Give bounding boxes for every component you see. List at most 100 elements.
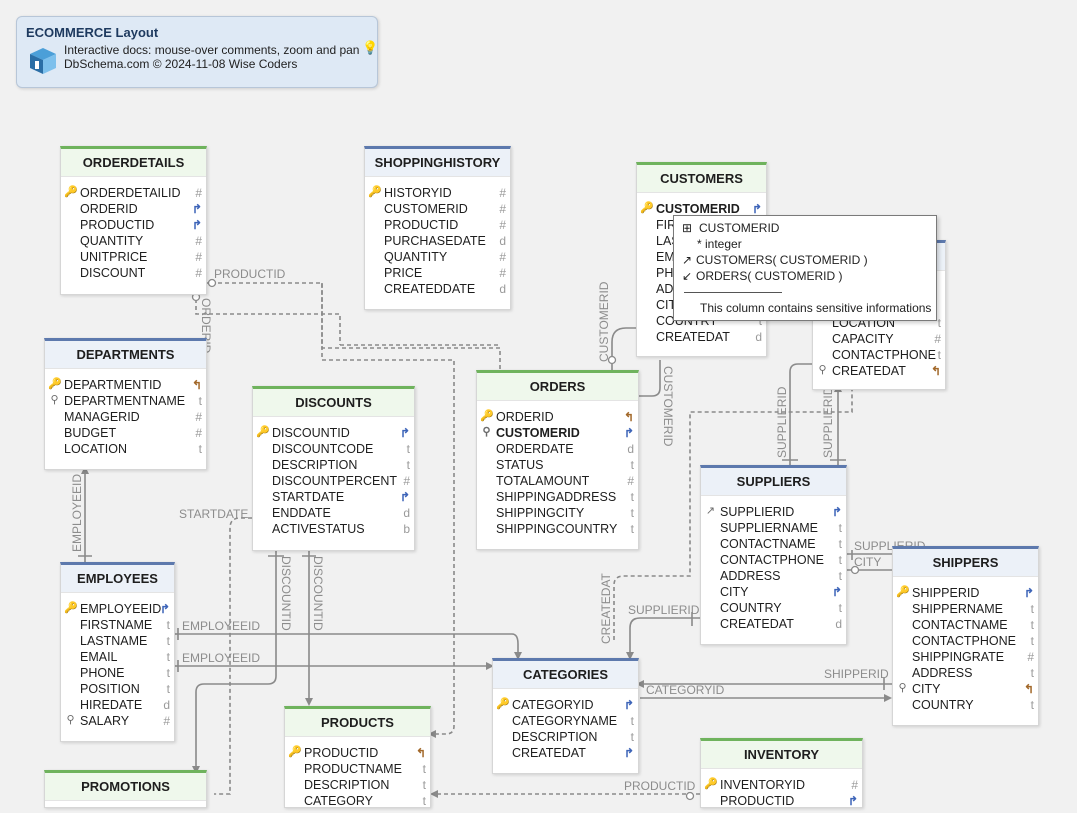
column-row[interactable]: DISCOUNTPERCENT# — [253, 473, 414, 489]
column-row[interactable]: 🔑PRODUCTID↰ — [285, 745, 430, 761]
column-row[interactable]: 🔑DEPARTMENTID↰ — [45, 377, 206, 393]
column-row[interactable]: ⚲CREATEDAT↰ — [813, 363, 945, 379]
column-row[interactable]: TOTALAMOUNT# — [477, 473, 638, 489]
table-promotions[interactable]: PROMOTIONS — [44, 770, 207, 808]
column-row[interactable]: 🔑INVENTORYID# — [701, 777, 862, 793]
column-row[interactable]: 🔑SHIPPERID↱ — [893, 585, 1038, 601]
column-row[interactable]: CUSTOMERID# — [365, 201, 510, 217]
column-type: d — [627, 442, 634, 456]
column-row[interactable]: ORDERID↱ — [61, 201, 206, 217]
column-row[interactable]: PRICE# — [365, 265, 510, 281]
column-row[interactable]: 🔑CUSTOMERID↱ — [637, 201, 766, 217]
column-row[interactable]: ⚲SALARY# — [61, 713, 174, 729]
column-type: # — [195, 250, 202, 264]
table-orderdetails[interactable]: ORDERDETAILS 🔑ORDERDETAILID#ORDERID↱PROD… — [60, 146, 207, 295]
column-row[interactable]: STARTDATE↱ — [253, 489, 414, 505]
lightbulb-icon[interactable]: 💡 — [362, 40, 379, 55]
column-row[interactable]: 🔑DISCOUNTID↱ — [253, 425, 414, 441]
column-type: ↱ — [831, 585, 842, 599]
column-row[interactable]: 🔑EMPLOYEEID↱ — [61, 601, 174, 617]
column-type: t — [198, 442, 202, 456]
relation-employeeid-2 — [174, 633, 519, 656]
column-name: MANAGERID — [64, 410, 140, 424]
column-row[interactable]: ⚲CITY↰ — [893, 681, 1038, 697]
arrow-in-icon: ↙ — [682, 269, 693, 283]
relation-label: PRODUCTID — [624, 779, 696, 793]
column-row[interactable]: DISCOUNT# — [61, 265, 206, 281]
column-row[interactable]: MANAGERID# — [45, 409, 206, 425]
column-row[interactable]: CAPACITY# — [813, 331, 945, 347]
table-shoppinghistory[interactable]: SHOPPINGHISTORY 🔑HISTORYID#CUSTOMERID#PR… — [364, 146, 511, 310]
table-departments[interactable]: DEPARTMENTS 🔑DEPARTMENTID↰⚲DEPARTMENTNAM… — [44, 338, 207, 470]
column-row[interactable]: PRODUCTID# — [365, 217, 510, 233]
table-title: DISCOUNTS — [253, 389, 414, 417]
column-row[interactable]: CITY↱ — [701, 584, 846, 600]
column-row[interactable]: CREATEDAT↱ — [493, 745, 638, 761]
column-row[interactable]: QUANTITY# — [61, 233, 206, 249]
column-row[interactable]: ⚲CUSTOMERID↱ — [477, 425, 638, 441]
key-icon: 🔑 — [480, 410, 494, 422]
column-row[interactable]: 🔑HISTORYID# — [365, 185, 510, 201]
tooltip-ref-out[interactable]: CUSTOMERS( CUSTOMERID ) — [696, 253, 868, 267]
column-row[interactable]: 🔑CATEGORYID↱ — [493, 697, 638, 713]
tooltip-ref-in[interactable]: ORDERS( CUSTOMERID ) — [696, 269, 843, 283]
column-row[interactable]: 🔑ORDERID↰ — [477, 409, 638, 425]
column-row[interactable]: 🔑ORDERDETAILID# — [61, 185, 206, 201]
column-row[interactable]: UNITPRICE# — [61, 249, 206, 265]
layout-credit: DbSchema.com © 2024-11-08 Wise Coders — [64, 57, 298, 71]
column-row[interactable]: BUDGET# — [45, 425, 206, 441]
column-row[interactable]: QUANTITY# — [365, 249, 510, 265]
column-row[interactable]: PRODUCTID↱ — [701, 793, 862, 809]
column-row[interactable]: SHIPPINGRATE# — [893, 649, 1038, 665]
column-row[interactable]: ↗SUPPLIERID↱ — [701, 504, 846, 520]
relation-customerid — [611, 327, 636, 370]
column-row[interactable]: PRODUCTID↱ — [61, 217, 206, 233]
table-inventory[interactable]: INVENTORY 🔑INVENTORYID#PRODUCTID↱ — [700, 738, 863, 808]
